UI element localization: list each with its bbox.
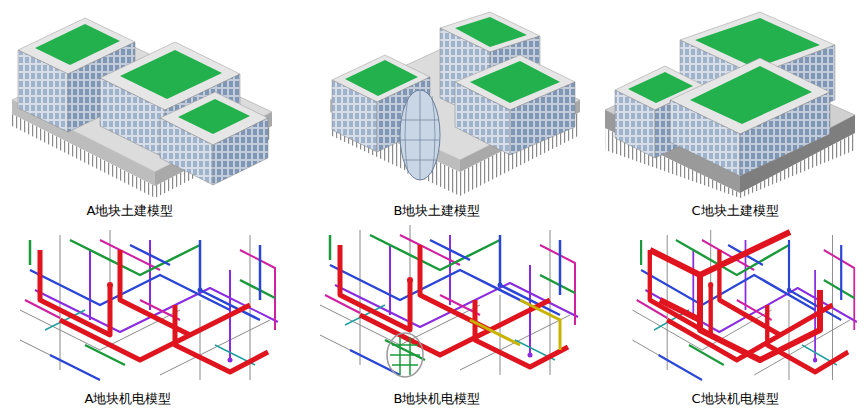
caption-label: C地块机电模型 bbox=[691, 391, 778, 406]
caption-label: B地块土建模型 bbox=[394, 203, 481, 218]
caption-label: A地块土建模型 bbox=[87, 203, 174, 218]
caption-label: A地块机电模型 bbox=[85, 391, 172, 406]
caption-label: C地块土建模型 bbox=[691, 203, 778, 218]
caption-label: B地块机电模型 bbox=[394, 391, 481, 406]
